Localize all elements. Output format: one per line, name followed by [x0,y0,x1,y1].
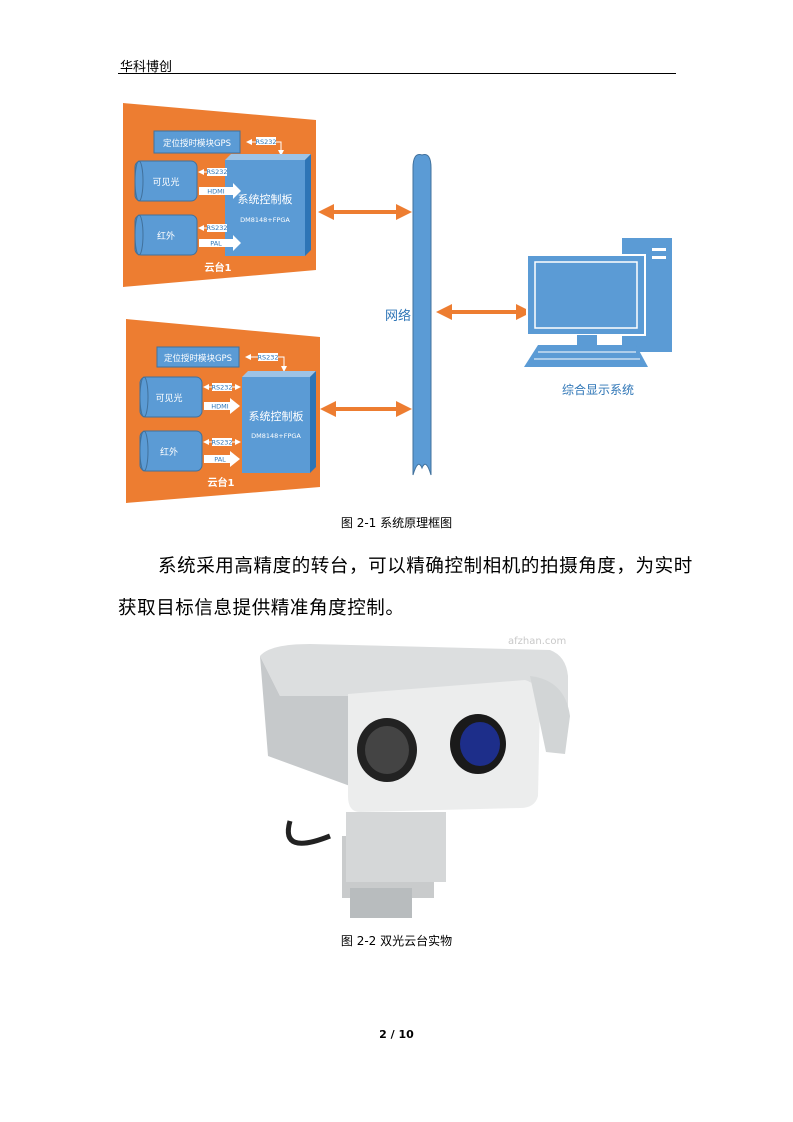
pal-arrow [199,235,241,251]
rs232-infrared-label: RS232 [206,224,227,232]
rs232-infrared-label: RS232 [211,439,232,447]
gps-module [153,130,241,154]
paragraph-line-2: 获取目标信息提供精准角度控制。 [118,598,405,619]
pal-arrow [204,451,240,467]
figure2-caption: 图 2-2 双光云台实物 [340,934,453,948]
gps-label: 定位授时模块GPS [164,353,232,364]
dual-camera-photo: afzhan.com [260,636,570,918]
network-bus [412,154,432,476]
page-number: 2 / 10 [379,1028,414,1041]
rs232-visible-label: RS232 [211,384,232,392]
control-board [242,377,310,473]
gps-label: 定位授时模块GPS [163,138,231,149]
infrared-label: 红外 [157,230,175,242]
hdmi-label: HDMI [207,188,225,196]
header-divider [118,73,676,74]
hdmi-arrow [199,183,241,199]
hdmi-arrow [204,398,240,414]
pal-label: PAL [210,240,222,248]
watermark: afzhan.com [508,636,566,647]
gps-module [156,346,240,368]
paragraph-line-1: 系统采用高精度的转台，可以精确控制相机的拍摄角度，为实时 [158,556,693,577]
gimbal-label: 云台1 [208,476,235,489]
pal-label: PAL [214,456,226,464]
gimbal-panel-1: 定位授时模块GPS RS232 系统控制板 DM8148+FPGA 可见光 RS… [123,103,316,287]
system-diagram: 定位授时模块GPS RS232 系统控制板 DM8148+FPGA 可见光 RS… [123,103,672,503]
board-label: 系统控制板 [249,409,304,423]
computer-icon [524,238,672,367]
visible-label: 可见光 [155,392,182,404]
rs232-gps-label: RS232 [257,354,278,362]
rs232-visible-label: RS232 [206,168,227,176]
control-board [225,160,305,256]
board-sub-label: DM8148+FPGA [251,432,301,440]
header-title: 华科博创 [120,60,173,75]
figure1-caption: 图 2-1 系统原理框图 [340,516,453,530]
board-sub-label: DM8148+FPGA [240,216,290,224]
network-label: 网络 [385,308,411,324]
board-label: 系统控制板 [238,192,293,206]
display-system-label: 综合显示系统 [562,382,634,397]
visible-label: 可见光 [152,176,179,188]
hdmi-label: HDMI [211,403,229,411]
rs232-gps-label: RS232 [255,138,276,146]
infrared-label: 红外 [160,446,178,458]
gimbal-label: 云台1 [205,261,232,274]
gimbal-panel-2: 定位授时模块GPS RS232 系统控制板 DM8148+FPGA 可见光 RS… [126,319,320,503]
